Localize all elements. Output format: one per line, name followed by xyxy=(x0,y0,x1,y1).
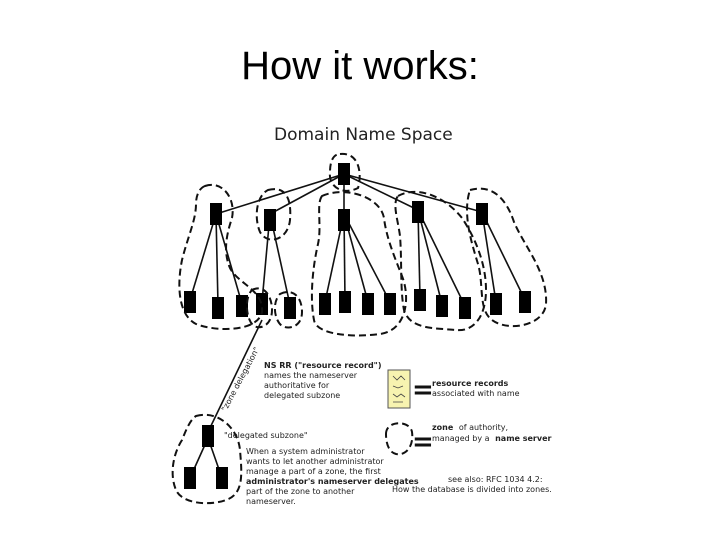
svg-text:managed by a name server: managed by a name server xyxy=(432,434,552,443)
delegated-subzone-label: "delegated subzone" xyxy=(224,431,308,440)
ns-rr-note-line-4: delegated subzone xyxy=(264,391,340,400)
legend-rr-icon xyxy=(387,369,411,409)
sysadmin-note-line-2: wants to let another administrator xyxy=(246,457,384,466)
sysadmin-note-line-4: administrator's nameserver delegates xyxy=(246,477,419,486)
ns-rr-note-line-1: NS RR ("resource record") xyxy=(264,361,382,370)
sysadmin-note-line-1: When a system administrator xyxy=(246,447,365,456)
diagram-title: Domain Name Space xyxy=(274,125,453,145)
zone-delegation-label: "zone delegation" xyxy=(220,346,261,413)
ns-rr-note-line-3: authoritative for xyxy=(264,381,330,390)
legend-zone: = zone of authority, managed by a name s… xyxy=(384,422,552,457)
legend-rr-text: associated with name xyxy=(432,389,520,398)
ns-rr-note-line-2: names the nameserver xyxy=(264,371,358,380)
slide-title: How it works: xyxy=(241,44,479,88)
legend-zone-bold: zone xyxy=(432,423,454,432)
legend-zone-line2-bold: name server xyxy=(495,434,551,443)
sysadmin-note-line-6: nameserver. xyxy=(246,497,296,506)
legend-resource-records: = resource records associated with name xyxy=(387,369,520,409)
see-also-line-2: How the database is divided into zones. xyxy=(392,485,552,494)
svg-text:=: = xyxy=(412,375,434,405)
svg-text:zone of authority,: zone of authority, xyxy=(432,423,508,432)
legend-zone-text: of authority, xyxy=(459,423,508,432)
legend-zone-line2-prefix: managed by a xyxy=(432,434,490,443)
sysadmin-note: When a system administrator wants to let… xyxy=(246,447,419,506)
see-also: see also: RFC 1034 4.2: xyxy=(448,475,543,484)
zones xyxy=(171,152,548,505)
svg-text:=: = xyxy=(412,427,434,457)
sysadmin-note-line-3: manage a part of a zone, the first xyxy=(246,467,381,476)
legend-rr-bold: resource records xyxy=(432,379,509,388)
ns-rr-note: NS RR ("resource record") names the name… xyxy=(264,361,382,400)
sysadmin-note-line-5: part of the zone to another xyxy=(246,487,355,496)
